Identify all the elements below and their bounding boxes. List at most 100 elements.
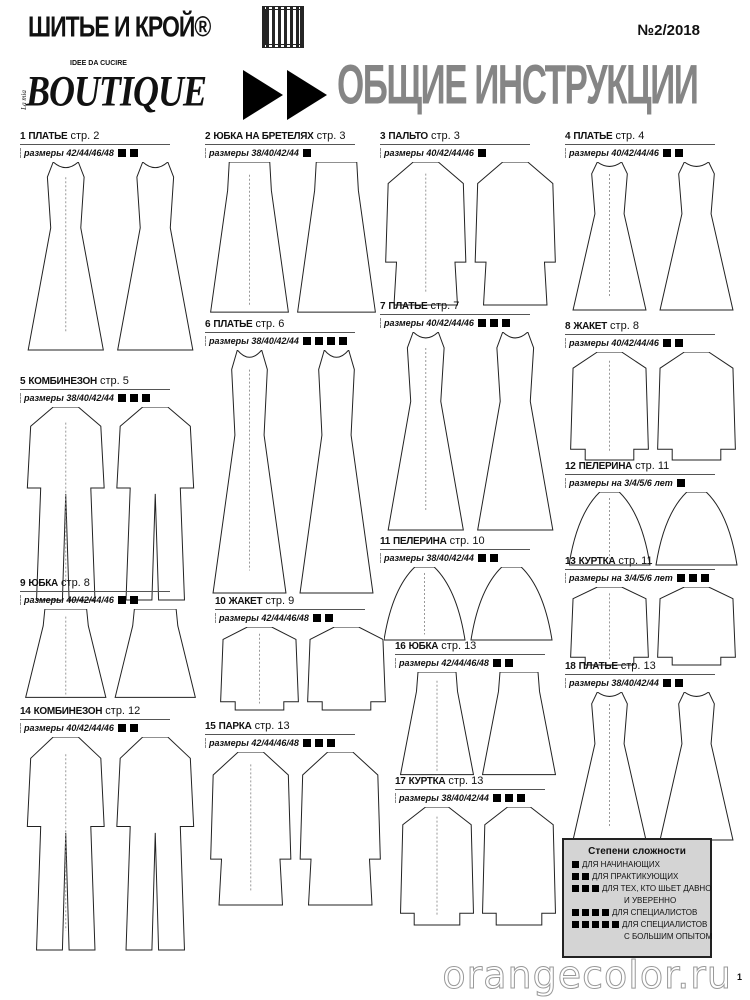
item-page: стр. 11: [635, 460, 670, 472]
difficulty-square: [572, 861, 579, 868]
pattern-item-9: 9 ЮБКА стр. 8 размеры 40/42/44/46: [20, 577, 199, 704]
difficulty-square: [314, 739, 323, 747]
garment-front: [385, 162, 467, 306]
difficulty-square: [504, 794, 513, 802]
item-header: 14 КОМБИНЕЗОН стр. 12: [20, 705, 170, 720]
difficulty-square: [302, 739, 311, 747]
garment-sketch: [387, 332, 554, 531]
legend-title: Степени сложности: [588, 846, 686, 857]
pattern-item-15: 15 ПАРКА стр. 13 размеры 42/44/46/48: [205, 720, 384, 907]
garment-back: [659, 162, 734, 311]
item-name: ПЛАТЬЕ: [573, 131, 613, 142]
garment-sketch: [570, 587, 736, 666]
item-name: ПАЛЬТО: [388, 131, 428, 142]
item-number: 6: [205, 319, 211, 330]
item-sizes: размеры 38/40/42/44: [565, 678, 739, 688]
difficulty-square: [117, 149, 126, 157]
item-number: 2: [205, 131, 211, 142]
difficulty-square: [688, 574, 697, 582]
sizes-text: размеры на 3/4/5/6 лет: [569, 478, 673, 488]
item-number: 14: [20, 706, 31, 717]
garment-back: [299, 350, 374, 594]
item-sizes: размеры 40/42/44/46: [20, 595, 199, 605]
garment-sketch: [26, 407, 195, 601]
garment-back: [117, 162, 194, 351]
item-number: 8: [565, 321, 571, 332]
item-number: 16: [395, 641, 406, 652]
item-name: ПЛАТЬЕ: [388, 301, 428, 312]
garment-back: [655, 492, 738, 566]
difficulty-square: [674, 339, 683, 347]
difficulty-square: [477, 554, 486, 562]
difficulty-square: [676, 574, 685, 582]
item-page: стр. 9: [265, 595, 295, 607]
difficulty-square: [312, 614, 321, 622]
difficulty-square: [592, 921, 599, 928]
garment-back: [307, 627, 386, 711]
qr-code: [262, 6, 304, 48]
difficulty-square: [602, 909, 609, 916]
sizes-text: размеры 38/40/42/44: [384, 553, 474, 563]
item-name: ЮБКА: [28, 578, 58, 589]
item-number: 1: [20, 131, 26, 142]
pattern-item-11: 11 ПЕЛЕРИНА стр. 10 размеры 38/40/42/44: [380, 535, 554, 642]
item-name: КУРТКА: [408, 776, 446, 787]
item-header: 15 ПАРКА стр. 13: [205, 720, 355, 735]
sizes-text: размеры 42/44/46/48: [24, 148, 114, 158]
page-number: 1: [736, 972, 742, 982]
sizes-text: размеры 40/42/44/46: [24, 595, 114, 605]
pattern-item-5: 5 КОМБИНЕЗОН стр. 5 размеры 38/40/42/44: [20, 375, 199, 602]
item-page: стр. 2: [70, 130, 100, 142]
item-header: 3 ПАЛЬТО стр. 3: [380, 130, 530, 145]
difficulty-square: [582, 885, 589, 892]
sizes-text: размеры 42/44/46/48: [209, 738, 299, 748]
item-header: 10 ЖАКЕТ стр. 9: [215, 595, 365, 610]
pattern-item-2: 2 ЮБКА НА БРЕТЕЛЯХ стр. 3 размеры 38/40/…: [205, 130, 379, 322]
pattern-item-16: 16 ЮБКА стр. 13 размеры 42/44/46/48: [395, 640, 559, 782]
difficulty-square: [489, 319, 498, 327]
pattern-item-13: 13 КУРТКА стр. 11 размеры на 3/4/5/6 лет: [565, 555, 739, 667]
item-page: стр. 7: [430, 300, 460, 312]
difficulty-square: [477, 319, 486, 327]
item-page: стр. 6: [255, 318, 285, 330]
item-page: стр. 5: [100, 375, 129, 387]
sizes-text: размеры 40/42/44/46: [384, 148, 474, 158]
item-page: стр. 11: [618, 555, 653, 567]
difficulty-square: [326, 739, 335, 747]
legend-label: ДЛЯ СПЕЦИАЛИСТОВ: [622, 920, 708, 929]
item-header: 7 ПЛАТЬЕ стр. 7: [380, 300, 530, 315]
legend-level-3: ДЛЯ ТЕХ, КТО ШЬЕТ ДАВНО: [572, 884, 711, 893]
pattern-item-18: 18 ПЛАТЬЕ стр. 13 размеры 38/40/42/44: [565, 660, 739, 842]
item-sizes: размеры 42/44/46/48: [395, 658, 559, 668]
garment-front: [210, 162, 289, 313]
difficulty-square: [602, 921, 609, 928]
difficulty-square: [674, 149, 683, 157]
double-arrow-icon: [243, 70, 327, 120]
item-page: стр. 13: [448, 775, 484, 787]
item-number: 11: [380, 536, 390, 547]
sizes-text: размеры 42/44/46/48: [219, 613, 309, 623]
difficulty-square: [501, 319, 510, 327]
garment-back: [116, 737, 195, 951]
item-header: 16 ЮБКА стр. 13: [395, 640, 545, 655]
item-sizes: размеры 42/44/46/48: [215, 613, 389, 623]
magazine-title: ШИТЬЕ И КРОЙ®: [28, 10, 211, 43]
legend-level-2: ДЛЯ ПРАКТИКУЮЩИХ: [572, 872, 702, 881]
difficulty-square: [572, 921, 579, 928]
item-header: 6 ПЛАТЬЕ стр. 6: [205, 318, 355, 333]
garment-front: [399, 672, 475, 776]
garment-back: [657, 587, 736, 666]
garment-sketch: [210, 162, 376, 313]
difficulty-square: [674, 679, 683, 687]
item-page: стр. 8: [61, 577, 90, 589]
item-header: 13 КУРТКА стр. 11: [565, 555, 715, 570]
item-sizes: размеры на 3/4/5/6 лет: [565, 478, 739, 488]
item-name: ПЛАТЬЕ: [28, 131, 68, 142]
difficulty-square: [572, 873, 579, 880]
item-sizes: размеры 40/42/44/46: [380, 318, 559, 328]
item-page: стр. 13: [620, 660, 656, 672]
garment-sketch: [570, 352, 736, 461]
page-title: ОБЩИЕ ИНСТРУКЦИИ: [337, 54, 699, 117]
sizes-text: размеры 40/42/44/46: [569, 338, 659, 348]
garment-sketch: [572, 162, 734, 311]
